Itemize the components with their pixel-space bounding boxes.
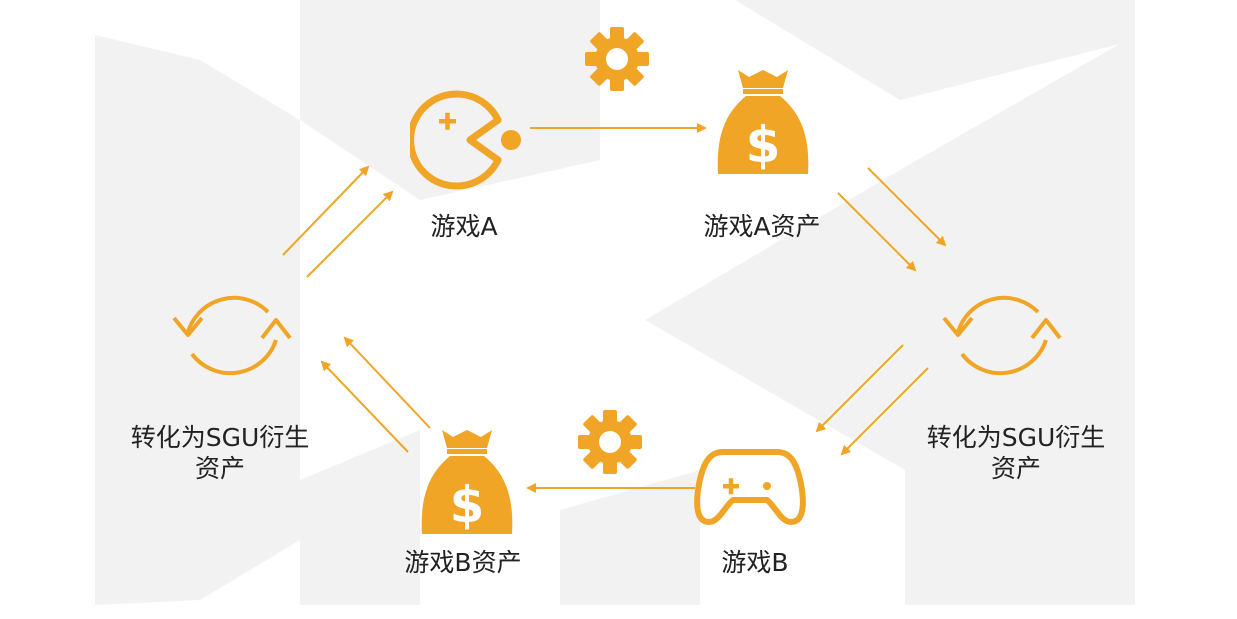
arrow-convert-to-gamea-1 — [282, 165, 370, 256]
arrow-convert-to-gameb-2 — [840, 367, 929, 456]
pacman-icon — [410, 90, 521, 190]
arrow-assetb-to-convert-1 — [343, 336, 431, 429]
node-label-asset-b: 游戏B资产 — [404, 548, 522, 577]
money-bag-icon: $ — [421, 430, 513, 534]
cycle-arrows-icon — [172, 295, 292, 376]
node-label-convert-left: 转化为SGU衍生 资产 — [100, 422, 340, 484]
gear-icon — [585, 27, 649, 91]
convert-left-line1: 转化为SGU衍生 — [130, 423, 310, 452]
node-label-asset-a: 游戏A资产 — [703, 212, 821, 241]
arrow-convert-to-gameb-1 — [815, 344, 904, 433]
cycle-arrows-icon — [942, 295, 1062, 376]
gamepad-icon — [694, 449, 806, 525]
node-label-game-b: 游戏B — [721, 548, 789, 577]
node-label-convert-right: 转化为SGU衍生 资产 — [896, 422, 1136, 484]
svg-text:$: $ — [746, 116, 781, 174]
gear-icon — [578, 410, 642, 474]
arrow-convert-to-gamea-2 — [306, 190, 394, 278]
convert-right-line1: 转化为SGU衍生 — [926, 423, 1106, 452]
node-label-game-a: 游戏A — [430, 212, 498, 241]
convert-left-line2: 资产 — [194, 454, 245, 483]
money-bag-icon: $ — [717, 70, 809, 174]
convert-right-line2: 资产 — [990, 454, 1041, 483]
svg-text:$: $ — [450, 476, 485, 534]
arrow-assetb-to-convert-2 — [320, 360, 409, 453]
arrow-asseta-to-convert-1 — [867, 167, 947, 247]
arrow-asseta-to-convert-2 — [837, 192, 917, 272]
